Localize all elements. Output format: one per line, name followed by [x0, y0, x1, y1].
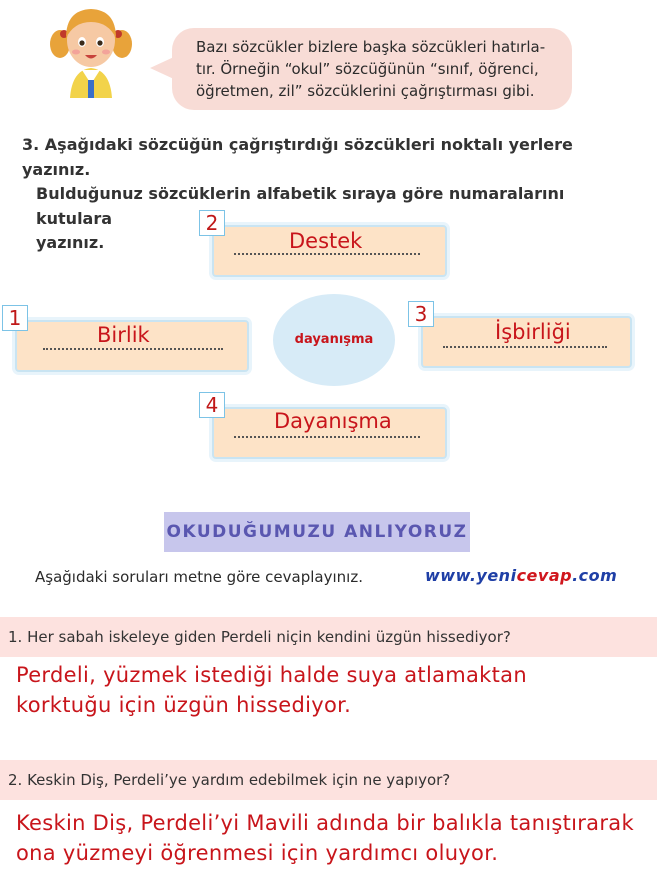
- bubble-line: Bazı sözcükler bizlere başka sözcükleri …: [196, 38, 546, 56]
- questions-instruction: Aşağıdaki soruları metne göre cevaplayın…: [35, 568, 363, 586]
- question-text: 2. Keskin Diş, Perdeli’ye yardım edebilm…: [8, 771, 451, 789]
- girl-illustration: [50, 9, 132, 98]
- website-link[interactable]: www.yenicevap.com: [425, 566, 617, 585]
- exercise-instruction: 3. Aşağıdaki sözcüğün çağrıştırdığı sözc…: [22, 133, 634, 256]
- word-card-bottom: [212, 407, 447, 459]
- word-card-right: [421, 316, 632, 368]
- word-card-bottom-text: Dayanışma: [274, 409, 392, 433]
- section-title: OKUDUĞUMUZU ANLIYORUZ: [166, 522, 468, 542]
- number-box-left[interactable]: 1: [2, 305, 28, 331]
- word-card-left: [15, 320, 249, 372]
- dotted-line: [234, 253, 420, 255]
- website-part: .com: [572, 566, 618, 585]
- number-box-right[interactable]: 3: [408, 301, 434, 327]
- dotted-line: [234, 436, 420, 438]
- section-banner: [164, 512, 470, 552]
- dotted-line: [443, 346, 607, 348]
- answer-line: ona yüzmeyi öğrenmesi için yardımcı oluy…: [16, 841, 499, 865]
- center-word: dayanışma: [294, 332, 374, 347]
- instruction-line: Aşağıdaki sözcüğün çağrıştırdığı sözcükl…: [22, 135, 573, 179]
- word-card-top-text: Destek: [289, 229, 363, 253]
- speech-bubble-tail: [150, 56, 176, 80]
- exercise-number: 3.: [22, 135, 40, 154]
- speech-bubble-text: Bazı sözcükler bizlere başka sözcükleri …: [196, 36, 558, 102]
- number-box-bottom[interactable]: 4: [199, 392, 225, 418]
- instruction-line: Bulduğunuz sözcüklerin alfabetik sıraya …: [36, 184, 565, 228]
- answer-line: korktuğu için üzgün hissediyor.: [16, 693, 352, 717]
- center-ellipse: [273, 294, 395, 386]
- word-card-right-text: İşbirliği: [495, 320, 571, 344]
- word-card-top: [212, 225, 447, 277]
- website-part: cevap: [516, 566, 573, 585]
- question-bar: [0, 760, 657, 800]
- question-text: 1. Her sabah iskeleye giden Perdeli niçi…: [8, 628, 511, 646]
- answer-line: Perdeli, yüzmek istediği halde suya atla…: [16, 663, 527, 687]
- speech-bubble: [172, 28, 572, 110]
- bubble-line: tır. Örneğin “okul” sözcüğünün “sınıf, ö…: [196, 60, 539, 78]
- bubble-line: öğretmen, zil” sözcüklerini çağrıştırmas…: [196, 82, 535, 100]
- answer-line: Keskin Diş, Perdeli’yi Mavili adında bir…: [16, 811, 634, 835]
- dotted-line: [43, 348, 223, 350]
- website-part: www.yeni: [425, 566, 517, 585]
- question-bar: [0, 617, 657, 657]
- instruction-line: yazınız.: [36, 233, 105, 252]
- answer-text: Keskin Diş, Perdeli’yi Mavili adında bir…: [16, 808, 641, 868]
- word-card-left-text: Birlik: [97, 323, 150, 347]
- number-box-top[interactable]: 2: [199, 210, 225, 236]
- answer-text: Perdeli, yüzmek istediği halde suya atla…: [16, 660, 641, 720]
